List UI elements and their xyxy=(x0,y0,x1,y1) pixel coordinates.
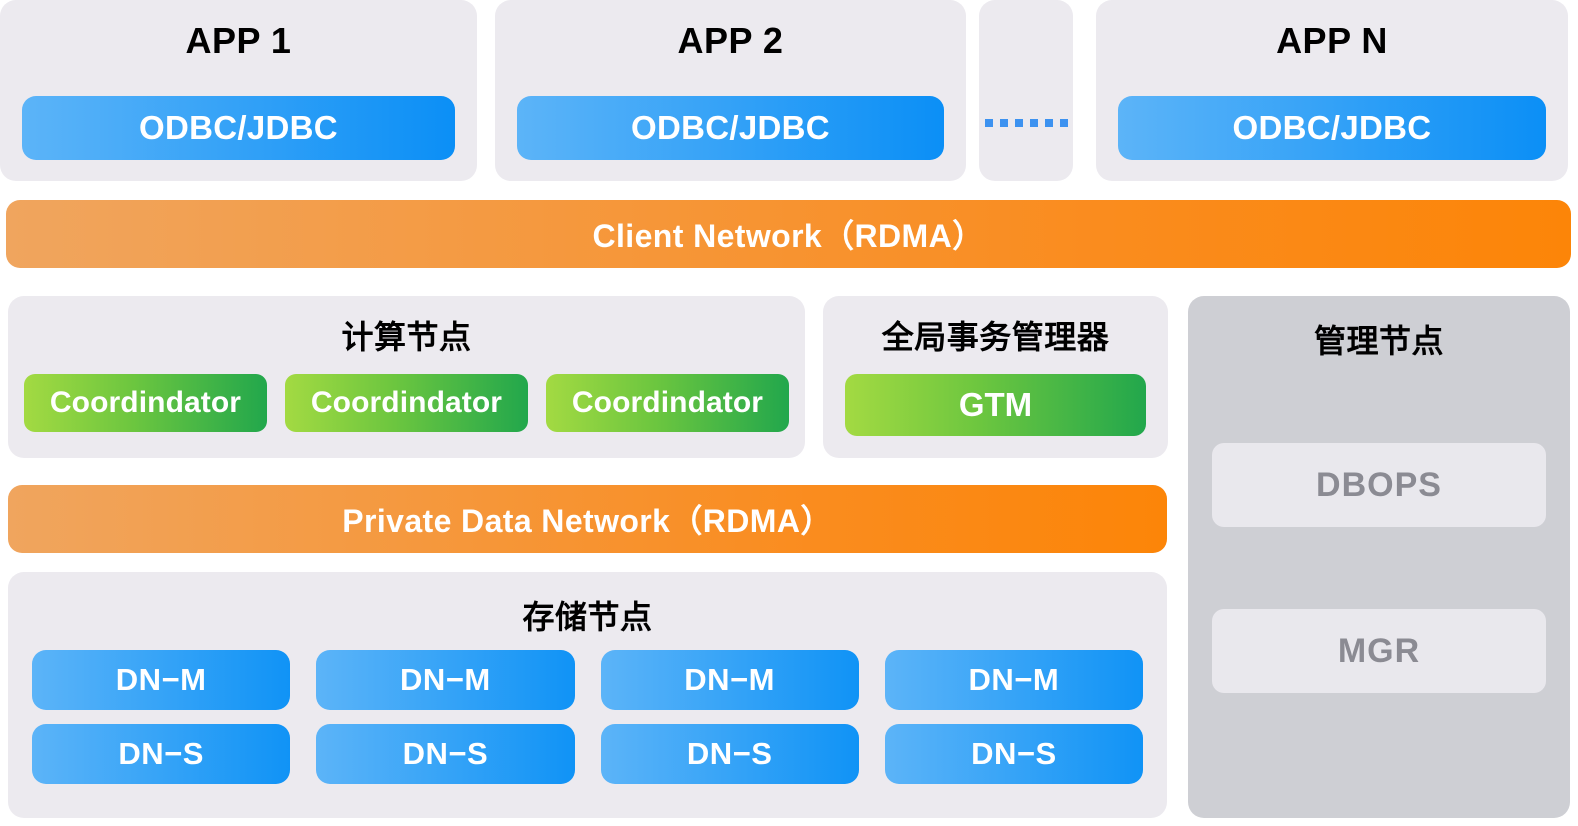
app-card-2[interactable]: APP 2 ODBC/JDBC xyxy=(495,0,966,181)
ellipsis-dot-icon xyxy=(1059,119,1068,127)
coordinator-node-1[interactable]: Coordindator xyxy=(24,374,267,432)
compute-nodes-panel: 计算节点 Coordindator Coordindator Coordinda… xyxy=(8,296,805,458)
storage-node-slave-1[interactable]: DN−S xyxy=(32,724,291,784)
storage-nodes-title: 存储节点 xyxy=(522,599,653,635)
ellipsis-dot-icon xyxy=(984,119,993,127)
ellipsis-dot-icon xyxy=(1029,119,1038,127)
storage-group-1: DN−M DN−S xyxy=(32,650,291,784)
gtm-panel-title: 全局事务管理器 xyxy=(881,319,1110,355)
ellipsis-dots xyxy=(979,119,1073,127)
management-item-mgr[interactable]: MGR xyxy=(1212,609,1546,693)
ellipsis-dot-icon xyxy=(1014,119,1023,127)
storage-node-master-3[interactable]: DN−M xyxy=(600,650,859,710)
gtm-node-button[interactable]: GTM xyxy=(845,374,1146,436)
app-n-connector-button[interactable]: ODBC/JDBC xyxy=(1118,96,1546,160)
storage-node-slave-2[interactable]: DN−S xyxy=(316,724,575,784)
app-card-2-title: APP 2 xyxy=(677,20,784,61)
storage-node-grid: DN−M DN−S DN−M DN−S DN−M DN−S DN−M DN−S xyxy=(32,650,1143,784)
app-card-1[interactable]: APP 1 ODBC/JDBC xyxy=(0,0,477,181)
storage-group-4: DN−M DN−S xyxy=(884,650,1143,784)
storage-node-master-4[interactable]: DN−M xyxy=(884,650,1143,710)
storage-node-slave-3[interactable]: DN−S xyxy=(600,724,859,784)
storage-node-master-1[interactable]: DN−M xyxy=(32,650,291,710)
storage-group-2: DN−M DN−S xyxy=(316,650,575,784)
management-node-title: 管理节点 xyxy=(1313,323,1444,359)
app-card-n-title: APP N xyxy=(1276,20,1388,61)
coordinator-node-2[interactable]: Coordindator xyxy=(285,374,528,432)
storage-group-3: DN−M DN−S xyxy=(600,650,859,784)
app-1-connector-button[interactable]: ODBC/JDBC xyxy=(22,96,455,160)
client-network-bar: Client Network（RDMA） xyxy=(6,200,1571,268)
storage-node-slave-4[interactable]: DN−S xyxy=(884,724,1143,784)
private-data-network-bar: Private Data Network（RDMA） xyxy=(8,485,1167,553)
app-card-1-title: APP 1 xyxy=(185,20,292,61)
app-ellipsis-card xyxy=(979,0,1073,181)
management-node-panel: 管理节点 DBOPS MGR xyxy=(1188,296,1570,818)
management-item-dbops[interactable]: DBOPS xyxy=(1212,443,1546,527)
app-card-n[interactable]: APP N ODBC/JDBC xyxy=(1096,0,1568,181)
ellipsis-dot-icon xyxy=(999,119,1008,127)
storage-node-master-2[interactable]: DN−M xyxy=(316,650,575,710)
app-2-connector-button[interactable]: ODBC/JDBC xyxy=(517,96,944,160)
storage-nodes-panel: 存储节点 DN−M DN−S DN−M DN−S DN−M DN−S DN−M … xyxy=(8,572,1167,818)
ellipsis-dot-icon xyxy=(1044,119,1053,127)
compute-nodes-title: 计算节点 xyxy=(341,319,472,355)
gtm-panel: 全局事务管理器 GTM xyxy=(823,296,1168,458)
coordinator-node-3[interactable]: Coordindator xyxy=(546,374,789,432)
coordinator-row: Coordindator Coordindator Coordindator xyxy=(24,374,789,432)
